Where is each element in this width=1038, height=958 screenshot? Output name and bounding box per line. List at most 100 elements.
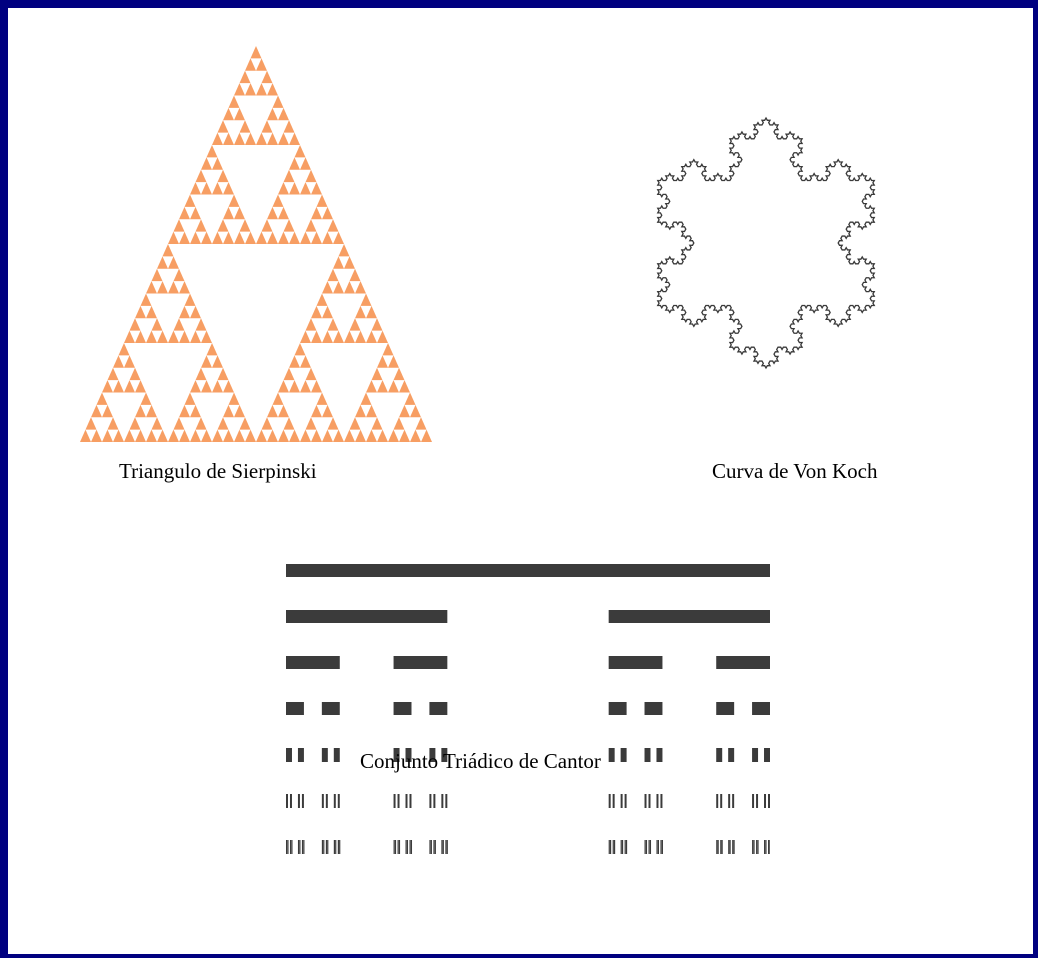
- sierpinski-cell: [201, 182, 212, 195]
- cantor-segment: [430, 840, 432, 854]
- cantor-segment: [393, 840, 395, 854]
- cantor-segment: [405, 794, 408, 808]
- cantor-segment: [752, 702, 770, 715]
- sierpinski-cell: [217, 120, 229, 133]
- cantor-segment: [608, 748, 615, 762]
- cantor-caption: Conjunto Triádico de Cantor: [360, 749, 601, 773]
- sierpinski-cell: [212, 355, 223, 368]
- cantor-segment: [769, 840, 770, 854]
- sierpinski-cell: [267, 206, 278, 220]
- sierpinski-cell: [223, 107, 234, 121]
- sierpinski-cell: [283, 367, 295, 381]
- sierpinski-cell: [201, 330, 212, 343]
- sierpinski-cell: [234, 231, 245, 244]
- sierpinski-cell: [289, 231, 300, 244]
- sierpinski-cell: [124, 330, 135, 343]
- cantor-segment: [394, 840, 397, 854]
- cantor-segment: [768, 840, 770, 854]
- sierpinski-cell: [327, 417, 339, 430]
- cantor-segment: [442, 840, 444, 854]
- cantor-segment: [397, 794, 400, 808]
- sierpinski-cell: [344, 429, 355, 442]
- sierpinski-cell: [190, 404, 201, 418]
- cantor-segment: [753, 840, 755, 854]
- cantor-segment: [409, 840, 411, 854]
- sierpinski-cell: [245, 231, 256, 244]
- sierpinski-cell: [278, 429, 289, 442]
- sierpinski-cell: [349, 268, 361, 282]
- sierpinski-cell: [311, 330, 322, 343]
- cantor-segment: [644, 702, 663, 715]
- sierpinski-cell: [135, 429, 146, 442]
- sierpinski-cell: [294, 145, 306, 158]
- sierpinski-cell: [234, 83, 245, 96]
- sierpinski-cell: [140, 293, 152, 306]
- sierpinski-cell: [184, 194, 196, 207]
- sierpinski-cell: [316, 194, 328, 207]
- cantor-segment: [445, 794, 448, 808]
- sierpinski-cell: [201, 231, 212, 244]
- cantor-segment: [434, 840, 436, 854]
- cantor-segment: [297, 748, 304, 762]
- cantor-segment: [286, 656, 340, 669]
- cantor-segment: [608, 610, 770, 623]
- sierpinski-cell: [168, 429, 179, 442]
- sierpinski-cell: [300, 231, 311, 244]
- sierpinski-cell: [217, 219, 229, 232]
- sierpinski-cell: [305, 169, 317, 183]
- sierpinski-cell: [355, 281, 366, 294]
- sierpinski-cell: [157, 281, 168, 294]
- cantor-segment: [397, 840, 399, 854]
- sierpinski-cell: [135, 404, 146, 418]
- cantor-segment: [613, 840, 616, 854]
- sierpinski-cell: [234, 404, 245, 418]
- sierpinski-cell: [366, 380, 377, 393]
- sierpinski-cell: [278, 206, 289, 220]
- cantor-segment: [608, 794, 611, 808]
- sierpinski-cell: [173, 219, 185, 232]
- sierpinski-cell: [305, 367, 317, 381]
- cantor-segment: [429, 702, 448, 715]
- sierpinski-cell: [294, 343, 306, 356]
- sierpinski-cell: [300, 157, 311, 170]
- cantor-segment: [286, 610, 448, 623]
- sierpinski-cell: [184, 293, 196, 306]
- sierpinski-cell: [234, 206, 245, 220]
- sierpinski-cell: [421, 429, 432, 442]
- sierpinski-cell: [195, 219, 207, 232]
- sierpinski-cell: [91, 429, 102, 442]
- sierpinski-cell: [212, 157, 223, 170]
- cantor-segment: [291, 840, 293, 854]
- sierpinski-cell: [201, 157, 212, 170]
- sierpinski-cell: [91, 404, 102, 418]
- cantor-segment: [393, 794, 396, 808]
- cantor-segment: [405, 748, 412, 762]
- sierpinski-cell: [261, 417, 273, 430]
- cantor-segment: [297, 840, 300, 854]
- sierpinski-cell: [261, 120, 273, 133]
- sierpinski-cell: [195, 169, 207, 183]
- sierpinski-cell: [311, 429, 322, 442]
- sierpinski-cell: [327, 268, 339, 282]
- sierpinski-cell: [289, 380, 300, 393]
- cantor-segment: [620, 840, 622, 854]
- sierpinski-cell: [245, 429, 256, 442]
- cantor-segment: [716, 656, 770, 669]
- cantor-segment: [768, 794, 770, 808]
- sierpinski-cell: [333, 429, 344, 442]
- sierpinski-cell: [256, 132, 267, 145]
- sierpinski-cell: [168, 231, 179, 244]
- sierpinski-cell: [206, 343, 218, 356]
- cantor-segment: [716, 840, 718, 854]
- sierpinski-cell: [261, 70, 273, 84]
- cantor-segment: [644, 840, 646, 854]
- sierpinski-cell: [333, 330, 344, 343]
- sierpinski-cell: [201, 380, 212, 393]
- sierpinski-cell: [267, 132, 278, 145]
- sierpinski-cell: [212, 231, 223, 244]
- cantor-segment: [325, 794, 328, 808]
- sierpinski-cell: [278, 404, 289, 418]
- sierpinski-cell: [212, 182, 223, 195]
- sierpinski-cell: [151, 268, 163, 282]
